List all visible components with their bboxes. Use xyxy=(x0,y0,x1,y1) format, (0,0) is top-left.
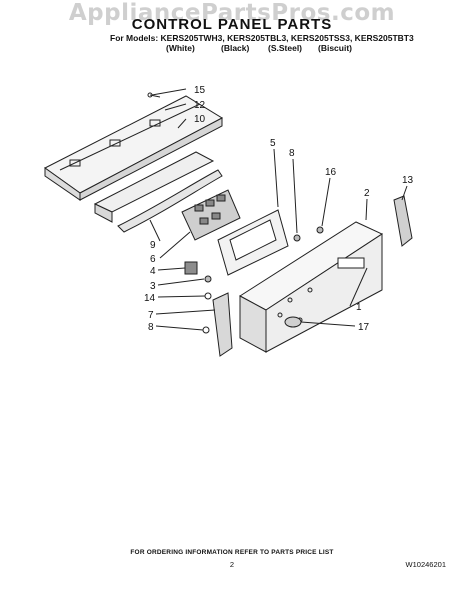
callout-7: 7 xyxy=(148,310,154,321)
part-bracket-5 xyxy=(217,209,289,276)
callout-12: 12 xyxy=(194,100,206,111)
callout-5: 5 xyxy=(270,138,276,149)
callout-6: 6 xyxy=(150,254,156,265)
page-title: CONTROL PANEL PARTS xyxy=(131,16,333,33)
callout-4: 4 xyxy=(150,266,156,277)
models-line: For Models: KERS205TWH3, KERS205TBL3, KE… xyxy=(110,33,414,43)
callout-8-lower: 8 xyxy=(148,322,154,333)
part-relay-4 xyxy=(184,261,198,275)
callout-10: 10 xyxy=(194,114,206,125)
part-screw-8-upper xyxy=(293,234,301,242)
part-end-cap-13 xyxy=(393,195,413,247)
leader-lines xyxy=(149,88,408,331)
document-id: W10246201 xyxy=(405,560,446,569)
color-label-black: (Black) xyxy=(221,43,250,53)
part-knob-17 xyxy=(284,316,302,328)
callout-16: 16 xyxy=(325,167,337,178)
watermark: AppliancePartsPros.com xyxy=(68,0,396,26)
callout-8-upper: 8 xyxy=(289,148,295,159)
callout-14: 14 xyxy=(144,293,156,304)
part-trim-9 xyxy=(117,169,223,233)
callout-13: 13 xyxy=(402,175,414,186)
page-number: 2 xyxy=(229,560,235,569)
callout-3: 3 xyxy=(150,281,156,292)
part-insulation-10 xyxy=(93,151,215,223)
part-control-board-6 xyxy=(181,189,241,241)
color-label-white: (White) xyxy=(166,43,195,53)
callout-15: 15 xyxy=(194,85,206,96)
color-label-biscuit: (Biscuit) xyxy=(318,43,352,53)
part-mounting-panel xyxy=(44,95,224,201)
callout-9: 9 xyxy=(150,240,156,251)
ordering-note: FOR ORDERING INFORMATION REFER TO PARTS … xyxy=(130,549,334,556)
part-screw-3 xyxy=(204,275,212,283)
part-side-bracket-7 xyxy=(202,292,233,357)
callout-17: 17 xyxy=(358,322,370,333)
color-label-steel: (S.Steel) xyxy=(268,43,303,53)
callout-2: 2 xyxy=(364,188,370,199)
callout-1: 1 xyxy=(356,302,362,313)
part-clip-16 xyxy=(316,226,324,234)
